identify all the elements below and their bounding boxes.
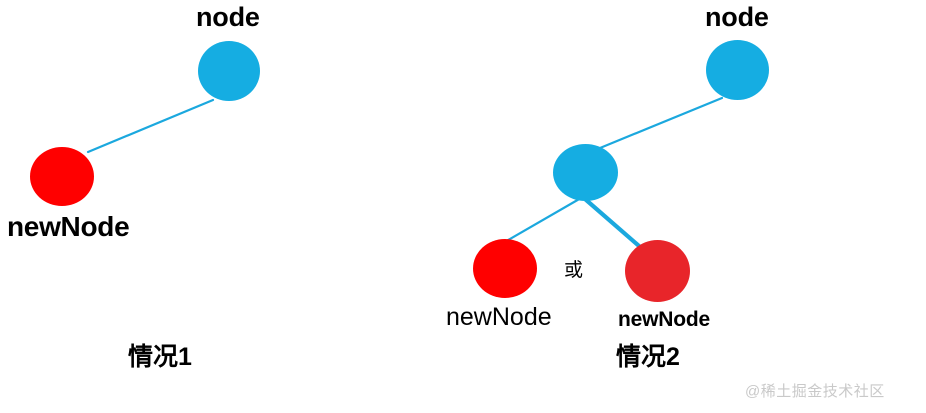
case1-newnode-circle [30, 147, 94, 206]
case2-mid-node-circle [553, 144, 618, 201]
edge-case2-mid-to-right-newnode [582, 196, 642, 249]
case2-right-newnode-circle [625, 240, 690, 302]
case2-node-circle [706, 40, 769, 100]
case2-caption: 情况2 [616, 343, 680, 371]
edge-case2-mid-to-left-newnode [501, 196, 583, 245]
watermark: @稀土掘金技术社区 [745, 383, 885, 400]
case2-left-newnode-label: newNode [446, 303, 552, 331]
edge-case1-node-to-newnode [86, 98, 215, 154]
case2-node-label: node [705, 2, 769, 32]
case1-newnode-label: newNode [7, 211, 130, 242]
case2-left-newnode-circle [473, 239, 537, 298]
case1-caption: 情况1 [128, 343, 192, 371]
case2-or-label: 或 [564, 260, 584, 281]
edge-case2-node-to-mid [598, 96, 724, 150]
case1-node-circle [198, 41, 260, 101]
case2-right-newnode-label: newNode [618, 308, 710, 331]
case1-node-label: node [196, 2, 260, 32]
